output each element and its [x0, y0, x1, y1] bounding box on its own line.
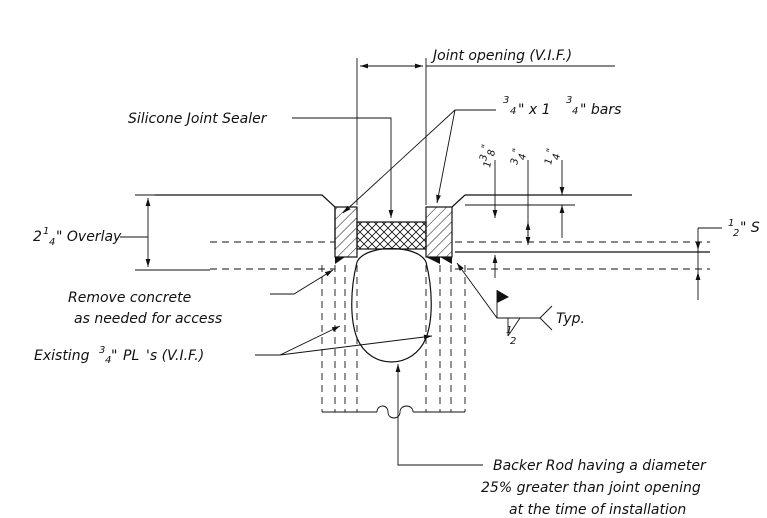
svg-text:8: 8 [486, 149, 498, 157]
overlay-label: 2 1 4 " Overlay [33, 226, 122, 248]
svg-text:'s (V.I.F.): 's (V.I.F.) [146, 348, 204, 364]
svg-text:1: 1 [43, 226, 49, 237]
silicone-sealer [356, 221, 427, 250]
half-s-label: 1 2 " S [728, 218, 760, 239]
svg-text:Existing: Existing [34, 348, 90, 364]
svg-text:2: 2 [33, 229, 42, 245]
svg-text:3: 3 [509, 157, 521, 165]
svg-text:4: 4 [49, 237, 55, 248]
svg-text:3: 3 [566, 95, 572, 106]
svg-text:1: 1 [728, 218, 734, 229]
joint-opening-dim [356, 58, 615, 205]
svg-text:" x 1: " x 1 [518, 102, 551, 118]
svg-text:4: 4 [572, 106, 578, 117]
weld-size-label: 1 2 [506, 325, 516, 347]
backer-rod-line-3: at the time of installation [509, 502, 686, 518]
silicone-sealer-label: Silicone Joint Sealer [128, 111, 268, 127]
remove-concrete-line-1: Remove concrete [68, 290, 191, 306]
depth-dims [465, 160, 575, 278]
half-s-dim [695, 227, 722, 300]
svg-text:4: 4 [551, 153, 563, 161]
svg-text:1: 1 [506, 325, 512, 336]
svg-text:4: 4 [105, 355, 111, 366]
weld-symbol [456, 262, 553, 337]
bars-label: 3 4 " x 1 3 4 " bars [503, 95, 621, 118]
svg-text:1: 1 [543, 157, 555, 165]
svg-text:": " [545, 147, 557, 153]
overlay-dim [120, 194, 210, 271]
svg-text:2: 2 [510, 336, 516, 347]
svg-text:3: 3 [478, 154, 490, 162]
svg-text:3: 3 [99, 345, 105, 356]
svg-text:2: 2 [733, 228, 739, 239]
joint-opening-label: Joint opening (V.I.F.) [430, 48, 572, 64]
svg-text:1: 1 [482, 160, 494, 168]
svg-text:": " [111, 348, 117, 364]
svg-text:4: 4 [517, 153, 529, 161]
svg-text:" S: " S [740, 220, 760, 236]
existing-plates-label: Existing 3 4 " PL 's (V.I.F.) [34, 345, 204, 366]
backer-rod [351, 247, 432, 363]
svg-text:4: 4 [510, 106, 516, 117]
typ-label: Typ. [556, 311, 585, 327]
svg-text:PL: PL [123, 348, 139, 364]
remove-concrete-line-2: as needed for access [74, 311, 222, 327]
svg-text:": " [480, 143, 492, 149]
svg-text:" Overlay: " Overlay [56, 229, 122, 245]
backer-rod-line-1: Backer Rod having a diameter [493, 458, 707, 474]
existing-plates [321, 265, 466, 419]
slab-lines [210, 241, 710, 270]
svg-text:": " [511, 147, 523, 153]
svg-text:3: 3 [503, 95, 509, 106]
backer-rod-line-2: 25% greater than joint opening [481, 480, 701, 496]
dim-labels: 1 3 8 " 3 4 " 1 4 " [478, 143, 563, 168]
svg-text:" bars: " bars [580, 102, 621, 118]
